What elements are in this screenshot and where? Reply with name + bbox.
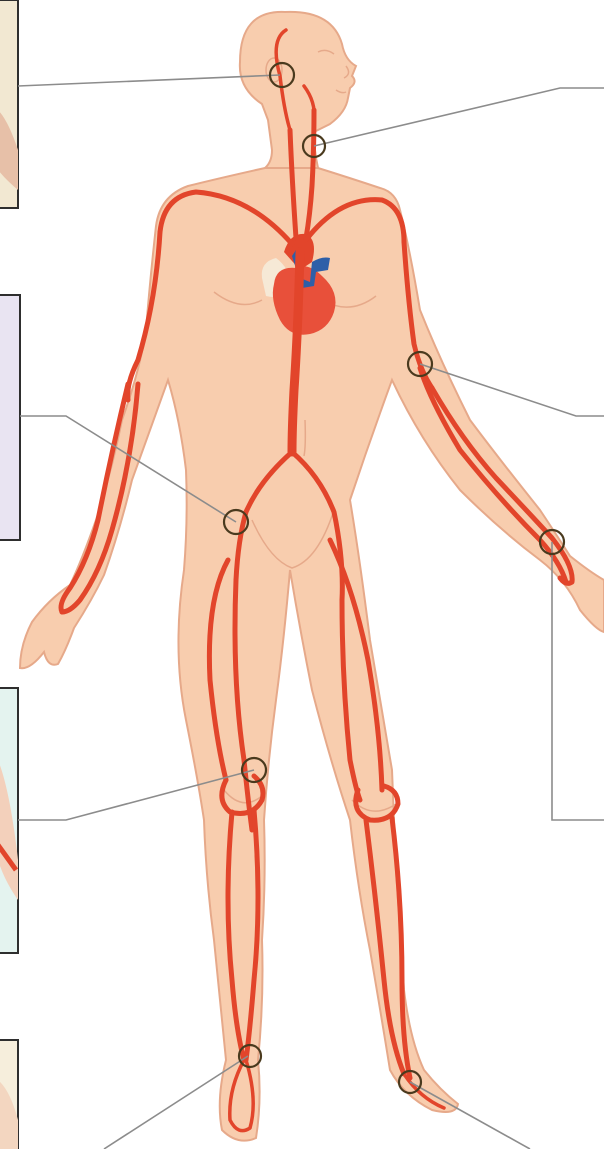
leader-line-carotid [314, 88, 604, 146]
side-panel-upper-middle [0, 295, 20, 540]
leader-line-dorsalis-pedis [410, 1082, 530, 1149]
leader-line-temporal [18, 75, 280, 86]
head [240, 12, 356, 168]
side-panels [0, 0, 20, 1149]
